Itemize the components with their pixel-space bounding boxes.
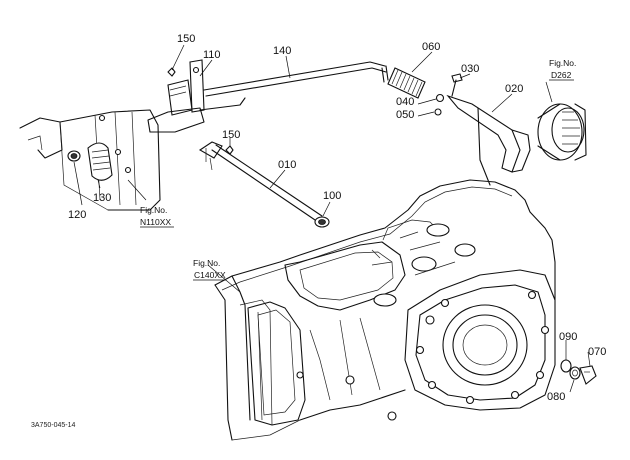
callout-080: 080 [547, 391, 565, 403]
figref-c140xx: Fig.No. C140XX [193, 258, 226, 281]
part-040-050-clip [434, 93, 445, 116]
part-110-lever [147, 59, 205, 133]
part-060-spring [387, 67, 426, 99]
left-bracket [19, 109, 161, 211]
leader-lines [73, 44, 591, 393]
callout-050: 050 [396, 109, 414, 121]
part-130-boot [87, 142, 113, 181]
part-070-plug [579, 365, 597, 385]
part-030-bolt [451, 73, 463, 97]
callout-140: 140 [273, 45, 291, 57]
part-140-rod [199, 61, 389, 111]
callout-020: 020 [505, 83, 523, 95]
callout-110: 110 [203, 49, 221, 61]
callout-090: 090 [559, 331, 577, 343]
coupling-d262 [537, 103, 587, 161]
part-010-shaft [198, 141, 323, 223]
figref-n110xx: Fig.No. N110XX [140, 205, 174, 228]
figref-d262-caption: Fig.No. [549, 58, 576, 68]
callout-060: 060 [422, 41, 440, 53]
figref-n110xx-caption: Fig.No. [140, 205, 167, 215]
callout-150-upper: 150 [177, 33, 195, 45]
part-020-fork [446, 94, 531, 186]
part-120-grommet [67, 150, 81, 162]
callout-130: 130 [93, 192, 111, 204]
callout-150-lower: 150 [222, 129, 240, 141]
figref-d262-number: D262 [551, 70, 572, 80]
figref-c140xx-caption: Fig.No. [193, 258, 220, 268]
part-090-ring [560, 359, 572, 373]
callout-070: 070 [588, 346, 606, 358]
part-150-pin-upper [167, 67, 176, 77]
transmission-case [214, 179, 556, 441]
callout-030: 030 [461, 63, 479, 75]
part-080-gasket [569, 366, 581, 380]
figref-d262: Fig.No. D262 [549, 58, 576, 81]
drawing-code: 3A750-045-14 [31, 422, 75, 429]
callout-120: 120 [68, 209, 86, 221]
part-100-seal [314, 216, 330, 228]
figref-n110xx-number: N110XX [140, 217, 171, 227]
callout-100: 100 [323, 190, 341, 202]
figref-c140xx-number: C140XX [194, 270, 226, 280]
callout-010: 010 [278, 159, 296, 171]
part-150-pin-lower [225, 145, 234, 155]
callout-040: 040 [396, 96, 414, 108]
